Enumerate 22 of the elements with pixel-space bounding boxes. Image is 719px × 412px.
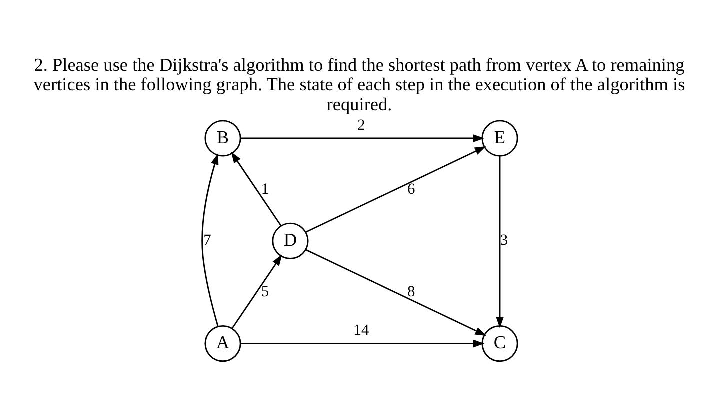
arrow xyxy=(496,156,504,328)
edge-label: 2 xyxy=(358,116,366,134)
edge-label: 14 xyxy=(354,322,370,340)
arrow xyxy=(240,340,485,348)
node-circle: E xyxy=(482,120,518,157)
edge-label: 6 xyxy=(408,180,416,198)
arrow xyxy=(231,152,282,226)
node-circle: B xyxy=(204,120,242,157)
arrow xyxy=(232,254,282,330)
arrow xyxy=(306,249,487,336)
edge-label: 7 xyxy=(204,232,212,250)
node-circle: A xyxy=(204,326,242,362)
arrow xyxy=(240,134,485,142)
edge-label: 1 xyxy=(261,180,270,198)
arrow xyxy=(306,146,486,234)
edge-label: 3 xyxy=(500,232,508,250)
edge-label: 5 xyxy=(261,283,270,300)
diagram-title: 2. Please use the Dijkstra's algorithm to find the shortest path from vertex A to remaining vertices in the following graph. The state of each step in the execution of the algorithm is required. xyxy=(34,54,686,114)
node-circle: D xyxy=(272,222,309,260)
arrow xyxy=(202,154,219,327)
node-circle: C xyxy=(482,326,518,362)
edge-label: 8 xyxy=(408,283,416,300)
